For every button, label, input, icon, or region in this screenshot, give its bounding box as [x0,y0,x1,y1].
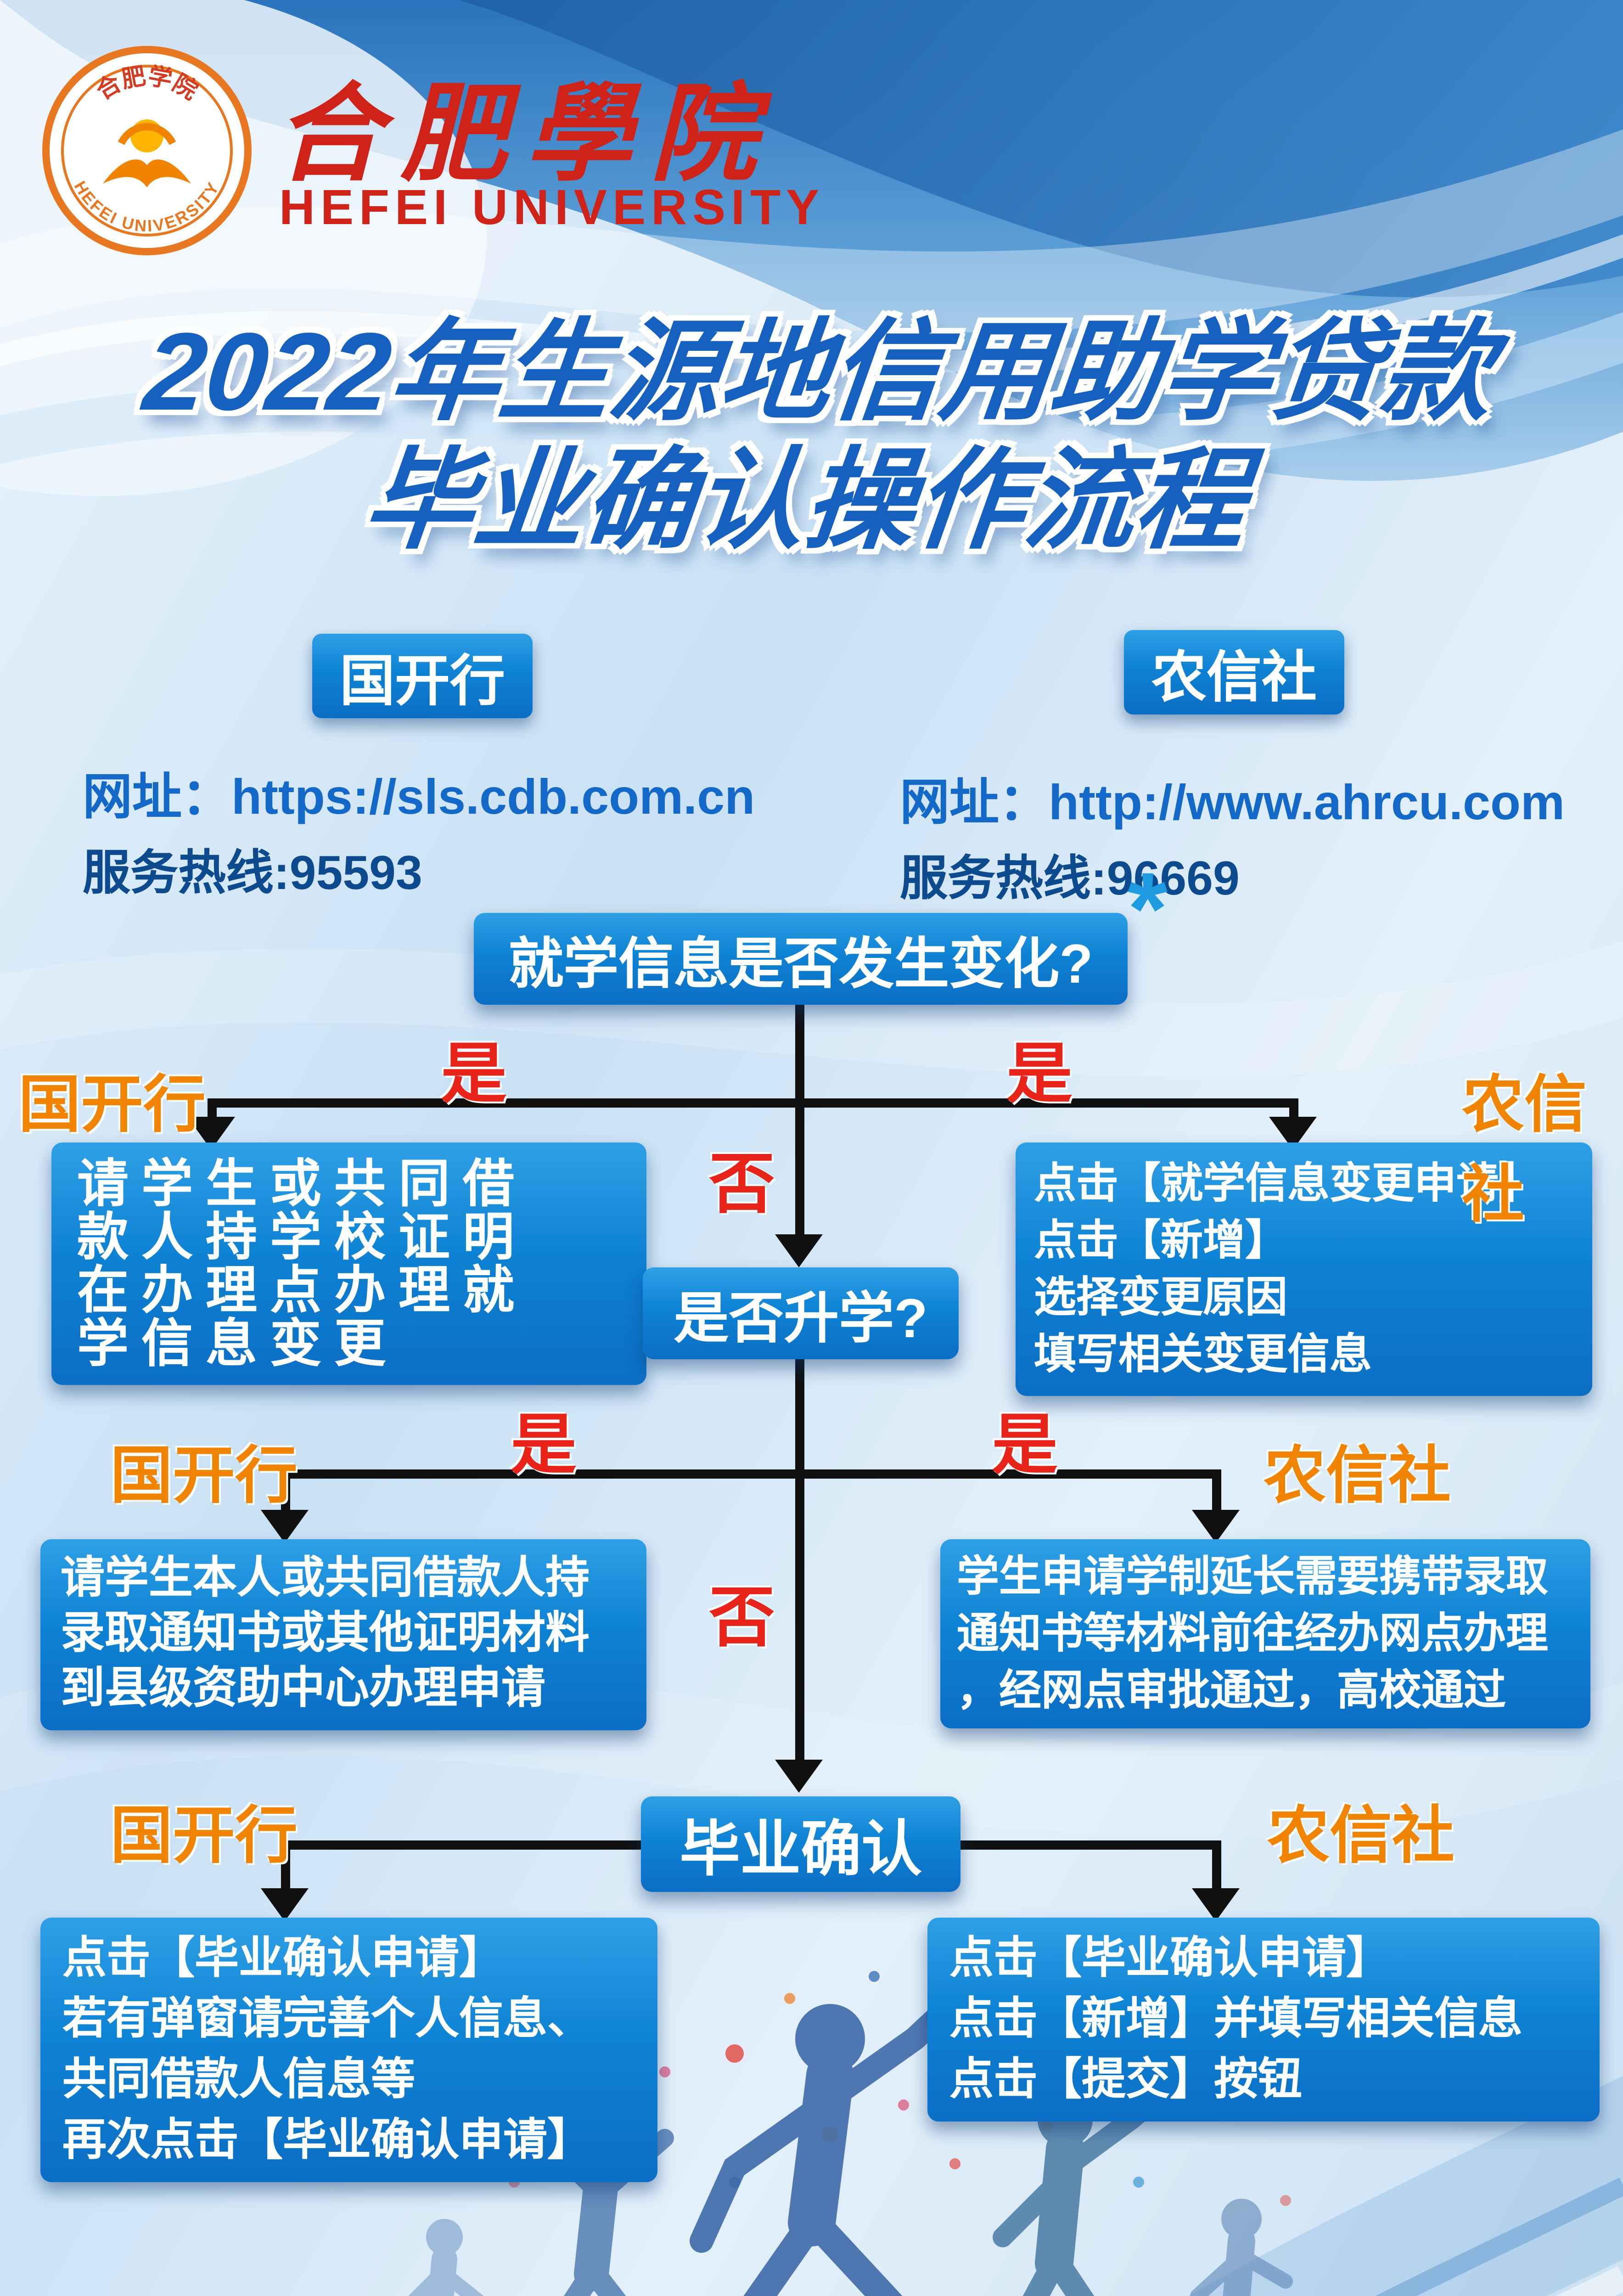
arrow-down-icon [261,1888,309,1921]
bank-url-label-cdb: 网址： [83,770,231,825]
action-line: 若有弹窗请完善个人信息、 [62,1995,591,2044]
action-line: 点击【毕业确认申请】 [949,1934,1390,1984]
flow-connector [1212,1469,1221,1517]
flow-connector [281,1469,1221,1479]
flow-node-q2-rcc-action: 学生申请学制延长需要携带录取 通知书等材料前往经办网点办理 ，经网点审批通过，高… [940,1539,1590,1728]
label-no-2: 否 [709,1580,775,1655]
action-line: 点击【就学信息变更申请】 [1034,1159,1541,1207]
bank-header-cdb: 国开行 [312,634,533,718]
action-line: 共同借款人信息等 [62,2055,415,2105]
branch-label-rcc-1: 农信社 [1462,1071,1587,1231]
flow-node-q2-cdb-action: 请学生本人或共同借款人持 录取通知书或其他证明材料 到县级资助中心办理申请 [40,1539,646,1730]
bank-header-rcc: 农信社 [1124,630,1344,715]
flow-connector [795,1005,804,1102]
action-line: 点击【提交】按钮 [949,2055,1302,2105]
university-seal-icon: 合肥学院 HEFEI UNIVERSITY [42,46,252,255]
flow-connector [281,1840,290,1896]
flow-node-question1: 就学信息是否发生变化? [474,913,1128,1005]
action-line: 到县级资助中心办理申请 [61,1664,545,1714]
action-line: 款人持学校证明 [77,1209,528,1266]
label-yes-right-1: 是 [1006,1036,1073,1111]
action-line: 点击【新增】并填写相关信息 [949,1995,1522,2044]
poster-title-line1: 2022年生源地信用助学贷款 [138,310,1499,433]
arrow-down-icon [775,1234,823,1267]
flow-connector [957,1840,1221,1850]
branch-label-cdb-2: 国开行 [110,1442,298,1512]
flow-connector [795,1098,804,1242]
bank-url-cdb: 网址：https://sls.cdb.com.cn [83,757,755,828]
action-line: 选择变更原因 [1034,1273,1287,1321]
flow-connector [795,1469,804,1767]
flow-node-final-rcc-action: 点击【毕业确认申请】 点击【新增】并填写相关信息 点击【提交】按钮 [927,1918,1600,2122]
branch-label-rcc-3: 农信社 [1267,1802,1455,1872]
flow-connector [281,1840,648,1850]
flow-connector [1212,1840,1221,1896]
action-line: 录取通知书或其他证明材料 [61,1609,590,1659]
flow-node-final-cdb-action: 点击【毕业确认申请】 若有弹窗请完善个人信息、 共同借款人信息等 再次点击【毕业… [40,1918,657,2182]
poster-title-line2: 毕业确认操作流程 [358,439,1252,562]
university-name-cn: 合肥學院 [275,75,775,195]
label-yes-right-2: 是 [992,1407,1058,1482]
flow-connector [795,1359,804,1477]
background-student-figure-2 [1190,2199,1293,2296]
bank-url-rcc: 网址：http://www.ahrcu.com [900,762,1565,834]
flow-node-q1-cdb-action: 请学生或共同借 款人持学校证明 在办理点办理就 学信息变更 [51,1142,646,1385]
seal-emblem-arc [118,123,176,145]
flow-node-question2: 是否升学? [643,1267,959,1359]
bank-hotline-cdb: 服务热线:95593 [83,845,422,900]
branch-label-cdb-1: 国开行 [18,1071,206,1141]
flow-node-q1-rcc-action: 点击【就学信息变更申请】 点击【新增】 选择变更原因 填写相关变更信息 [1016,1142,1592,1396]
university-name-en: HEFEI UNIVERSITY [279,180,825,235]
flow-node-final: 毕业确认 [641,1796,960,1892]
arrow-down-icon [775,1760,823,1793]
background-student-figure [408,2219,484,2296]
bank-url-label-rcc: 网址： [900,775,1049,830]
flow-connector [208,1098,1298,1108]
arrow-down-icon [1192,1888,1240,1921]
label-yes-left-2: 是 [511,1407,577,1482]
action-line: 点击【毕业确认申请】 [62,1934,503,1984]
bank-hotline-rcc: 服务热线:96669 [900,850,1240,906]
action-line: 请学生本人或共同借款人持 [61,1554,590,1604]
arrow-down-icon [1192,1510,1240,1543]
action-line: ，经网点审批通过，高校通过 [957,1666,1506,1714]
bank-url-value-rcc: http://www.ahrcu.com [1049,775,1565,830]
action-line: 点击【新增】 [1034,1216,1287,1264]
action-line: 在办理点办理就 [77,1262,528,1319]
bank-url-value-cdb: https://sls.cdb.com.cn [231,770,755,825]
branch-label-cdb-3: 国开行 [110,1802,298,1872]
action-line: 学信息变更 [77,1315,399,1372]
branch-label-rcc-2: 农信社 [1264,1442,1451,1512]
label-no-1: 否 [709,1146,775,1221]
action-line: 请学生或共同借 [77,1155,528,1212]
action-line: 通知书等材料前往经办网点办理 [957,1609,1548,1657]
action-line: 再次点击【毕业确认申请】 [62,2116,591,2166]
flow-connector [281,1469,290,1517]
action-line: 填写相关变更信息 [1034,1330,1372,1378]
poster-title: 2022年生源地信用助学贷款 毕业确认操作流程 [0,309,1623,566]
action-line: 学生申请学制延长需要携带录取 [957,1552,1548,1600]
label-yes-left-1: 是 [441,1036,507,1111]
arrow-down-icon [261,1510,309,1543]
asterisk-marker: * [1128,850,1168,966]
seal-emblem-book [103,159,191,187]
